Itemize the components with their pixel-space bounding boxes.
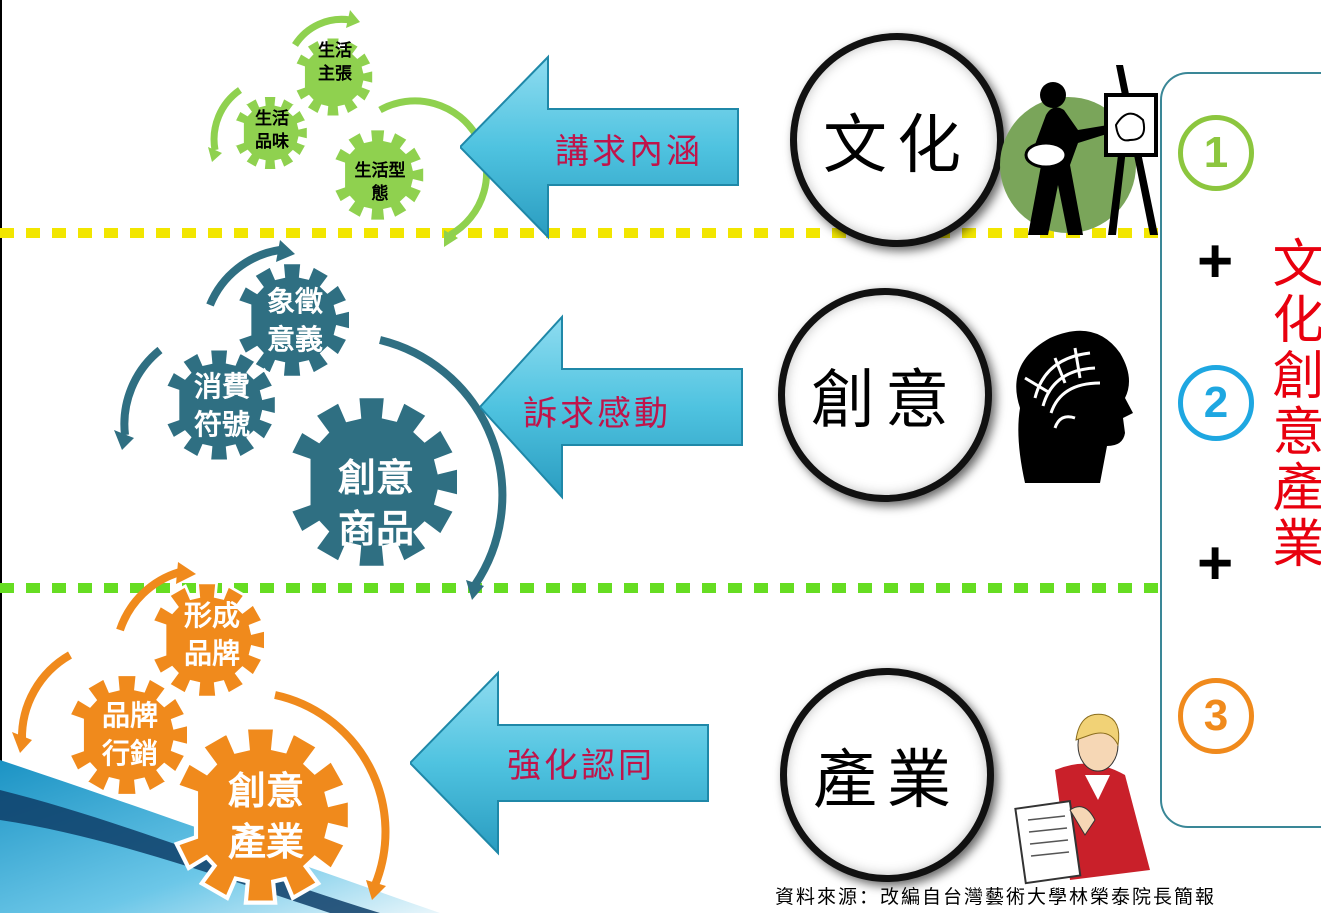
gear-label-creative-industry: 創意 產業 (227, 768, 304, 865)
painter-icon (1000, 65, 1158, 235)
arrow-label-culture: 講求內涵 (555, 132, 703, 172)
gear-label-life-taste: 生活 品味 (255, 109, 289, 152)
number-badge-3: 3 (1178, 678, 1254, 754)
number-badge-2: 2 (1178, 365, 1254, 441)
circle-label-creativity: 創意 (811, 364, 959, 438)
vertical-title: 文化創意產業 (1263, 236, 1321, 572)
gear-label-consumer-symbol: 消費 符號 (193, 370, 250, 441)
plus-sign-1: + (1197, 227, 1234, 296)
circle-culture: 文化 (790, 33, 1004, 247)
arrow-culture (460, 54, 739, 240)
gear-label-form-brand: 形成 品牌 (183, 599, 240, 670)
businesswoman-icon (1014, 713, 1150, 885)
arrow-industry (410, 670, 709, 856)
separator-green (0, 583, 1160, 593)
source-note: 資料來源：改編自台灣藝術大學林榮泰院長簡報 (775, 886, 1217, 908)
number-badge-1: 1 (1178, 115, 1254, 191)
gear-label-symbolic-meaning: 象徵 意義 (266, 285, 323, 356)
arrow-label-creativity: 訴求感動 (523, 394, 671, 434)
gear-label-brand-marketing: 品牌 行銷 (101, 699, 158, 770)
gear-cluster-creativity (114, 240, 507, 600)
gear-label-creative-goods: 創意 商品 (337, 455, 414, 552)
gear-label-lifestyle: 生活型 態 (354, 161, 406, 204)
circle-industry: 產業 (780, 668, 994, 882)
arrow-label-industry: 強化認同 (507, 746, 655, 786)
plus-sign-2: + (1197, 529, 1234, 598)
gear-cluster-industry (12, 562, 390, 913)
left-border (0, 0, 2, 913)
circle-label-culture: 文化 (823, 109, 971, 183)
thinking-head-icon (1016, 330, 1133, 483)
circle-label-industry: 產業 (813, 744, 961, 818)
arrow-creativity (480, 314, 743, 500)
separator-yellow (0, 228, 1160, 238)
gear-label-life-stance: 生活 主張 (318, 41, 352, 84)
circle-creativity: 創意 (778, 288, 992, 502)
